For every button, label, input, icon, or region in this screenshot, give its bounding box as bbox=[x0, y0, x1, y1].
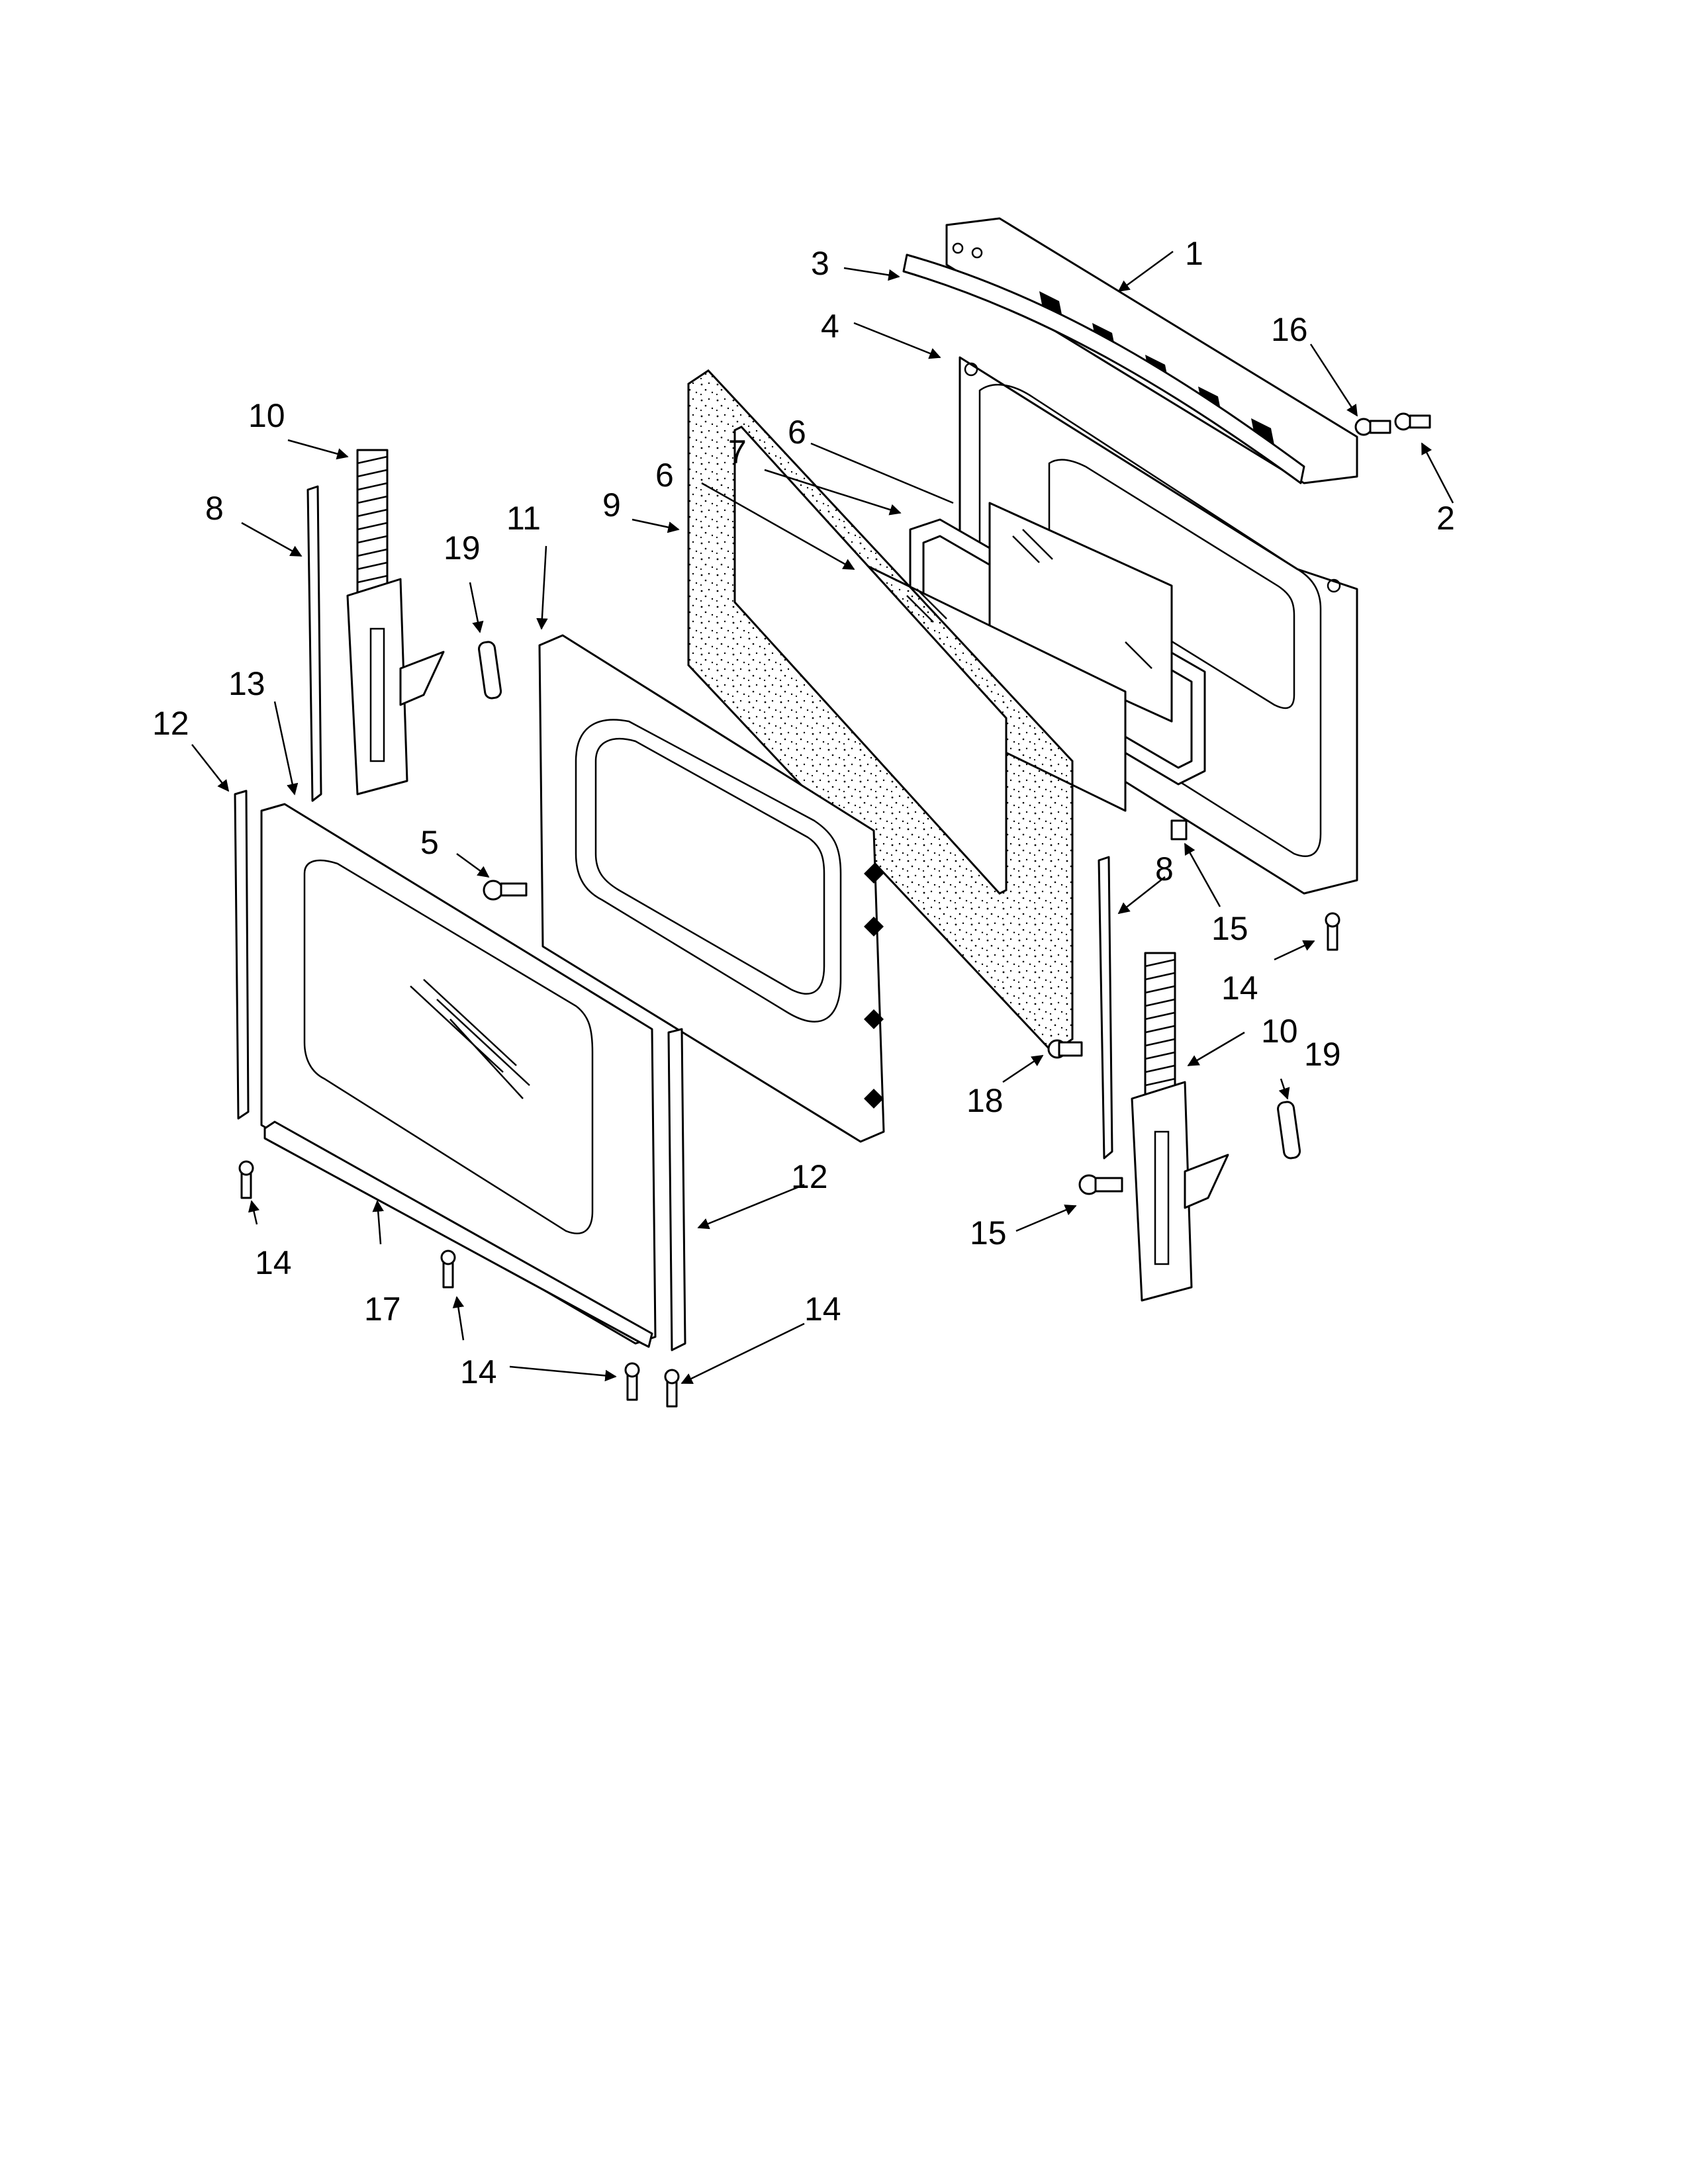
inner-door-panel bbox=[538, 634, 885, 1143]
callout-12-right: 12 bbox=[791, 1158, 828, 1195]
door-insulation bbox=[687, 369, 1074, 1054]
callout-8-left: 8 bbox=[205, 490, 224, 527]
callout-12-left: 12 bbox=[152, 705, 189, 742]
screw-2 bbox=[1394, 412, 1431, 431]
callout-15-upper: 15 bbox=[1211, 910, 1248, 947]
callout-1: 1 bbox=[1185, 235, 1203, 272]
callout-2: 2 bbox=[1436, 500, 1455, 537]
bottom-trim bbox=[263, 1120, 653, 1348]
hinge-receiver-left bbox=[306, 485, 322, 802]
screw-15-lower bbox=[1078, 1174, 1123, 1195]
hinge-left bbox=[346, 449, 445, 796]
callout-19-right: 19 bbox=[1304, 1036, 1341, 1073]
callout-10-left: 10 bbox=[248, 397, 285, 434]
hinge-spacer-right bbox=[1277, 1101, 1301, 1160]
callout-10-right: 10 bbox=[1261, 1013, 1298, 1050]
screw-16 bbox=[1354, 418, 1391, 436]
side-trim-left bbox=[234, 790, 250, 1120]
callout-7: 7 bbox=[728, 433, 747, 471]
outer-glass-panel bbox=[260, 803, 657, 1345]
callout-16: 16 bbox=[1271, 311, 1308, 348]
callout-6-lower: 6 bbox=[655, 457, 674, 494]
screw-18 bbox=[1047, 1039, 1083, 1059]
callout-6-upper: 6 bbox=[788, 414, 806, 451]
callout-labels: 1 2 3 4 5 6 6 7 8 8 9 10 10 11 12 12 13 … bbox=[152, 235, 1455, 1390]
screw-14-a bbox=[238, 1160, 254, 1199]
screw-14-b bbox=[440, 1250, 456, 1289]
callout-17: 17 bbox=[364, 1291, 401, 1328]
hinge-spacer-left bbox=[478, 641, 502, 700]
callout-8-right: 8 bbox=[1155, 850, 1174, 887]
callout-5: 5 bbox=[420, 824, 439, 861]
hinge-right bbox=[1131, 952, 1229, 1302]
hinge-receiver-right bbox=[1098, 856, 1113, 1160]
screw-14-d bbox=[664, 1369, 680, 1408]
side-trim-right bbox=[667, 1028, 686, 1351]
callout-18: 18 bbox=[966, 1082, 1004, 1119]
screw-14-e bbox=[1325, 912, 1340, 951]
callout-14-d: 14 bbox=[1221, 970, 1258, 1007]
door-handle bbox=[902, 253, 1305, 484]
callout-19-left: 19 bbox=[444, 529, 481, 567]
callout-9: 9 bbox=[602, 486, 621, 523]
callout-11: 11 bbox=[506, 500, 541, 537]
screw-5 bbox=[483, 880, 528, 901]
callout-15-lower: 15 bbox=[970, 1214, 1007, 1251]
callout-13: 13 bbox=[228, 665, 265, 702]
leader-lines bbox=[191, 250, 1454, 1385]
callout-4: 4 bbox=[821, 308, 839, 345]
callout-14-c: 14 bbox=[804, 1291, 841, 1328]
callout-14-a: 14 bbox=[255, 1244, 292, 1281]
inner-glass-upper bbox=[988, 502, 1173, 723]
clip-15-upper bbox=[1170, 819, 1188, 841]
screw-14-c bbox=[624, 1362, 640, 1401]
callout-14-b: 14 bbox=[460, 1353, 497, 1390]
callout-3: 3 bbox=[811, 245, 829, 282]
